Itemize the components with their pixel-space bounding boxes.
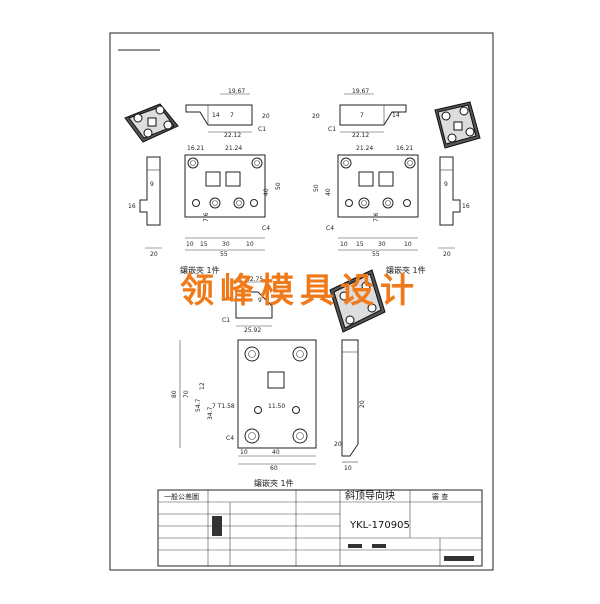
iso-part-top-right [434, 101, 481, 149]
caption-right: 鑲嵌夾 1件 [386, 265, 426, 275]
dim-rv-5: 55 [372, 251, 380, 258]
dim-tl-d3: 7 [230, 112, 234, 119]
iso-part-middle [329, 269, 386, 333]
plan-view-right: 21.24 16.21 C4 50 40 55 10 15 30 10 7.6 [313, 145, 419, 258]
dim-rv-4: 40 [325, 188, 332, 196]
dim-b-6: 11.50 [268, 403, 285, 410]
watermark-text: 领峰模具设计 [180, 271, 420, 311]
front-view-middle: 22.75 9 C1 25.92 [222, 276, 273, 334]
dim-tl-d6: 20 [262, 113, 270, 120]
dim-lv-6: 10 [186, 241, 194, 248]
dim-b-5: 7 T1.58 [212, 403, 235, 410]
dim-lv-7: 15 [200, 241, 208, 248]
svg-text:9: 9 [444, 181, 448, 188]
dim-tr-d2: 7 [360, 112, 364, 119]
svg-text:16: 16 [462, 203, 470, 210]
dim-mid-1: 9 [258, 297, 262, 304]
sheet-border [109, 32, 494, 571]
dim-b-0: 80 [171, 390, 178, 398]
dim-lv-5: 55 [220, 251, 228, 258]
dim-rv-9: 10 [404, 241, 412, 248]
part-name: 斜顶导向块 [345, 489, 395, 502]
dim-rv-2: C4 [326, 225, 334, 232]
dim-tl-d4: 22.12 [224, 132, 241, 139]
side-view-bottom: 20 10 20 [334, 339, 366, 472]
dim-tl-d5: C1 [258, 126, 266, 133]
dim-rv-6: 10 [340, 241, 348, 248]
dim-lv-4: 50 [275, 182, 282, 190]
dim-mid-3: 25.92 [244, 327, 261, 334]
title-block: 一般公差圖 斜顶导向块 審 查 YKL-170905 [157, 489, 483, 567]
material-label: 審 查 [432, 492, 448, 501]
dim-b-10: 60 [270, 465, 278, 472]
dim-b-11: 20 [359, 400, 366, 408]
iso-part-top-left [124, 103, 179, 143]
dim-rv-8: 30 [378, 241, 386, 248]
dim-b-13: 20 [334, 441, 342, 448]
svg-text:20: 20 [443, 251, 451, 258]
caption-left: 鑲嵌夾 1件 [180, 265, 220, 275]
dim-tl-d2: 14 [212, 112, 220, 119]
side-view-right: 9 16 20 [438, 156, 470, 258]
dim-tr-d1: 19.67 [352, 88, 369, 95]
dim-rv-11: 7.6 [373, 212, 380, 222]
dim-lv-8: 30 [222, 241, 230, 248]
dim-lv-11: 7.6 [203, 212, 210, 222]
dim-b-7: C4 [226, 435, 234, 442]
dim-b-9: 40 [272, 449, 280, 456]
dim-tl-d1: 19.67 [228, 88, 245, 95]
svg-text:20: 20 [150, 251, 158, 258]
dim-rv-7: 15 [356, 241, 364, 248]
dim-rv-1: 16.21 [396, 145, 413, 152]
caption-bottom: 鑲嵌夾 1件 [254, 478, 294, 488]
plan-view-left: 16.21 21.24 C4 40 50 55 10 15 30 10 7.6 [184, 145, 282, 258]
dim-mid-2: C1 [222, 317, 230, 324]
dim-b-3: 34.7 [207, 406, 214, 420]
dim-lv-9: 10 [246, 241, 254, 248]
dim-b-12: 10 [344, 465, 352, 472]
title-block-label: 一般公差圖 [164, 492, 199, 501]
dim-b-8: 10 [240, 449, 248, 456]
dim-tr-d3: 14 [392, 112, 400, 119]
dim-rv-3: 50 [313, 184, 320, 192]
dim-lv-3: 40 [263, 188, 270, 196]
dim-mid-0: 22.75 [246, 276, 263, 283]
dim-tr-d4: 22.12 [352, 132, 369, 139]
dim-b-4: 12 [199, 382, 206, 390]
dim-b-2: 54.7 [195, 398, 202, 412]
front-view-top-right: 19.67 7 14 22.12 C1 20 [312, 88, 407, 139]
drawing-number: YKL-170905 [349, 520, 410, 531]
dim-tr-d5: C1 [328, 126, 336, 133]
plan-view-bottom: 80 70 54.7 34.7 12 7 T1.58 11.50 C4 10 4… [171, 339, 317, 472]
dim-rv-0: 21.24 [356, 145, 373, 152]
front-view-top-left: 19.67 14 7 22.12 C1 20 [185, 88, 270, 139]
dim-lv-1: 21.24 [225, 145, 242, 152]
dim-b-1: 70 [183, 390, 190, 398]
side-view-left: 9 16 20 [128, 156, 162, 258]
dim-lv-2: C4 [262, 225, 270, 232]
svg-text:9: 9 [150, 181, 154, 188]
dim-tr-d6: 20 [312, 113, 320, 120]
dim-lv-0: 16.21 [187, 145, 204, 152]
svg-text:16: 16 [128, 203, 136, 210]
